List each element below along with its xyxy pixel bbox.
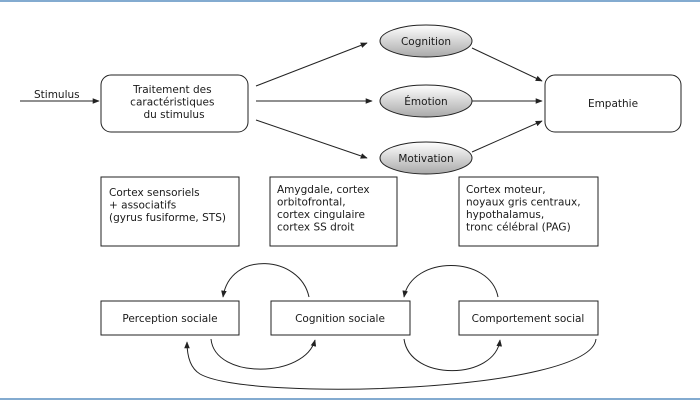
social-behaviour-node: Comportement social xyxy=(458,300,599,336)
social-cognition-node: Cognition sociale xyxy=(270,300,411,336)
arrow-cognition-to-empathy xyxy=(471,47,543,82)
motivation-node: Motivation xyxy=(379,141,473,175)
social-behaviour-label: Comportement social xyxy=(472,313,585,325)
arrow-cognition-to-behaviour xyxy=(403,338,502,371)
stimulus-label: Stimulus xyxy=(34,89,80,101)
social-cognition-box xyxy=(270,300,411,336)
sensory-substrate-text: Cortex sensoriels + associatifs (gyrus f… xyxy=(109,187,226,224)
emotion-label: Émotion xyxy=(404,95,447,108)
social-perception-label: Perception sociale xyxy=(122,313,217,325)
stimulus-processing-line-3: du stimulus xyxy=(143,109,204,121)
sensory-substrate-box xyxy=(100,176,240,247)
motor-line-1: Cortex moteur, xyxy=(466,184,546,196)
stimulus-processing-box xyxy=(100,74,249,133)
limbic-substrate-box xyxy=(269,176,398,247)
emotion-node: Émotion xyxy=(379,84,473,118)
sensory-line-1: Cortex sensoriels xyxy=(109,187,200,199)
motivation-ellipse xyxy=(379,141,473,175)
limbic-substrate: Amygdale, cortex orbitofrontal, cortex c… xyxy=(269,176,398,247)
arrow-perception-to-cognition xyxy=(210,338,317,370)
motor-line-2: noyaux gris centraux, xyxy=(466,197,581,209)
social-cognition-label: Cognition sociale xyxy=(295,313,385,325)
social-perception-box xyxy=(100,300,240,336)
empathy-node: Empathie xyxy=(544,74,682,133)
sensory-line-3: (gyrus fusiforme, STS) xyxy=(109,212,226,224)
limbic-line-4: cortex SS droit xyxy=(277,222,354,234)
cognition-node: Cognition xyxy=(379,24,473,58)
limbic-line-1: Amygdale, cortex xyxy=(277,184,370,196)
arrow-behaviour-to-cognition xyxy=(402,265,499,298)
motor-substrate-text: Cortex moteur, noyaux gris centraux, hyp… xyxy=(466,184,584,234)
arrow-behaviour-to-perception xyxy=(184,338,597,390)
stimulus-processing-label: Traitement des caractéristiques du stimu… xyxy=(130,84,218,121)
arrow-motivation-to-empathy xyxy=(471,120,543,153)
empathy-box xyxy=(544,74,682,133)
motor-line-3: hypothalamus, xyxy=(466,209,544,221)
arrow-to-cognition xyxy=(255,42,368,87)
limbic-line-3: cortex cingulaire xyxy=(277,209,365,221)
cognition-ellipse xyxy=(379,24,473,58)
arrow-cognition-to-perception xyxy=(221,263,310,298)
sensory-line-2: + associatifs xyxy=(109,200,176,212)
cognition-label: Cognition xyxy=(401,36,451,48)
stimulus-processing-line-1: Traitement des xyxy=(132,84,212,96)
stimulus-processing-line-2: caractéristiques xyxy=(130,97,214,109)
arrow-to-motivation xyxy=(255,119,368,159)
limbic-line-2: orbitofrontal, xyxy=(277,197,346,209)
sensory-substrate: Cortex sensoriels + associatifs (gyrus f… xyxy=(100,176,240,247)
limbic-substrate-text: Amygdale, cortex orbitofrontal, cortex c… xyxy=(277,184,373,234)
motor-line-4: tronc célébral (PAG) xyxy=(466,222,571,234)
stimulus-processing-node: Traitement des caractéristiques du stimu… xyxy=(100,74,249,133)
motivation-label: Motivation xyxy=(398,153,453,165)
empathy-label: Empathie xyxy=(588,98,638,110)
motor-substrate: Cortex moteur, noyaux gris centraux, hyp… xyxy=(458,176,599,247)
social-perception-node: Perception sociale xyxy=(100,300,240,336)
motor-substrate-box xyxy=(458,176,599,247)
social-behaviour-box xyxy=(458,300,599,336)
